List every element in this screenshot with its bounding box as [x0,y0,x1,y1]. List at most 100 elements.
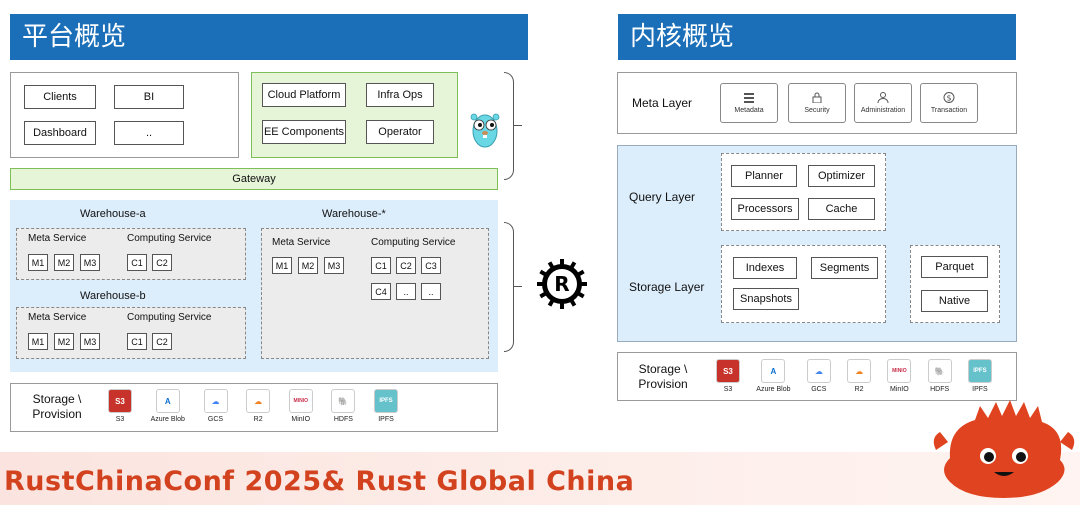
wa-m3: M3 [80,254,100,271]
parquet-box: Parquet [921,256,988,278]
optimizer-box: Optimizer [808,165,875,187]
wa-c1: C1 [127,254,147,271]
ws-c3: C3 [421,257,441,274]
wb-c1: C1 [127,333,147,350]
cache-box: Cache [808,198,875,220]
ws-dots-1: .. [396,283,416,300]
metadata-icon [744,93,754,103]
ee-components-box: EE Components [262,120,346,144]
storage-layer-label: Storage Layer [629,280,705,294]
metadata-card: Metadata [720,83,778,123]
warehouse-b-meta-label: Meta Service [28,312,87,323]
gcs-icon: ☁ [203,389,228,413]
storage-label: IPFS [972,386,988,393]
storage-label: R2 [854,386,864,393]
storage-label: Azure Blob [150,416,185,423]
right-storage-hdfs: 🐘HDFS [927,359,952,399]
wa-m1: M1 [28,254,48,271]
warehouse-star-meta-label: Meta Service [272,237,331,248]
storage-label: MinIO [291,416,311,423]
azure-icon: A [761,359,786,383]
bi-box: BI [114,85,184,109]
minio-icon: MINIO [288,389,313,413]
wa-c2: C2 [152,254,172,271]
administration-label: Administration [860,107,906,114]
ipfs-icon: IPFS [967,359,992,383]
svg-text:R: R [554,272,569,296]
cloudflare-icon: ☁ [847,359,872,383]
platform-overview-title: 平台概览 [22,22,127,52]
wb-m2: M2 [54,333,74,350]
transaction-card: $ Transaction [920,83,978,123]
processors-box: Processors [731,198,799,220]
native-box: Native [921,290,988,312]
dashboard-box: Dashboard [24,121,96,145]
hdfs-icon: 🐘 [927,359,952,383]
warehouse-b-label: Warehouse-b [80,290,146,302]
platform-overview-header: 平台概览 [10,14,528,60]
warehouse-star-computing-label: Computing Service [371,237,456,248]
storage-label: Azure Blob [756,386,791,393]
right-storage-label-line2: Provision [638,377,688,391]
clients-box: Clients [24,85,96,109]
left-storage-label-line1: Storage \ [32,392,82,406]
svg-text:$: $ [946,94,951,103]
segments-box: Segments [811,257,878,279]
metadata-label: Metadata [734,107,764,114]
kernel-overview-header: 内核概览 [618,14,1016,60]
right-storage-minio: MINIO MinIO [887,359,912,399]
dollar-icon: $ [943,92,955,103]
security-card: Security [788,83,846,123]
administration-card: Administration [854,83,912,123]
query-layer-label: Query Layer [629,190,696,204]
conference-banner-text: RustChinaConf 2025& Rust Global China [4,466,635,497]
ws-c1: C1 [371,257,391,274]
wb-m1: M1 [28,333,48,350]
meta-layer-label: Meta Layer [632,96,693,110]
ws-dots-2: .. [421,283,441,300]
left-storage-cloudflare: ☁R2 [246,389,271,429]
lower-bracket [504,222,514,352]
transaction-label: Transaction [930,107,968,114]
s3-icon: S3 [716,359,740,383]
ws-m3: M3 [324,257,344,274]
wb-c2: C2 [152,333,172,350]
ipfs-icon: IPFS [374,389,398,413]
ferris-crab-icon [930,398,1078,502]
storage-label: GCS [811,386,827,393]
gateway-bar: Gateway [10,168,498,190]
ws-c2: C2 [396,257,416,274]
storage-label: HDFS [333,416,353,423]
right-storage-cloudflare: ☁ R2 [847,359,872,399]
right-storage-gcs: ☁ GCS [806,359,831,399]
minio-icon: MINIO [887,359,912,383]
kernel-overview-title: 内核概览 [630,22,735,52]
infra-ops-box: Infra Ops [366,83,434,107]
ws-m2: M2 [298,257,318,274]
lower-bracket-tick [514,286,522,287]
left-storage-gcs: ☁GCS [203,389,228,429]
storage-label: S3 [115,416,125,423]
azure-icon: A [155,389,180,413]
left-storage-label-line2: Provision [32,407,82,421]
storage-label: R2 [253,416,263,423]
lock-icon [812,92,822,103]
gcs-icon: ☁ [806,359,831,383]
wb-m3: M3 [80,333,100,350]
gateway-label: Gateway [232,173,276,185]
warehouse-a-meta-label: Meta Service [28,233,87,244]
right-storage-label: Storage \ Provision [627,362,699,392]
security-label: Security [804,107,830,114]
storage-label: MinIO [890,386,909,393]
go-gopher-icon [468,106,502,150]
conference-banner [0,452,1080,505]
storage-label: S3 [723,386,733,393]
upper-bracket [504,72,514,180]
s3-icon: S3 [108,389,132,413]
left-storage-label: Storage \ Provision [22,392,92,422]
right-storage-azure: A Azure Blob [756,359,791,399]
warehouse-star-label: Warehouse-* [322,208,386,220]
ws-m1: M1 [272,257,292,274]
